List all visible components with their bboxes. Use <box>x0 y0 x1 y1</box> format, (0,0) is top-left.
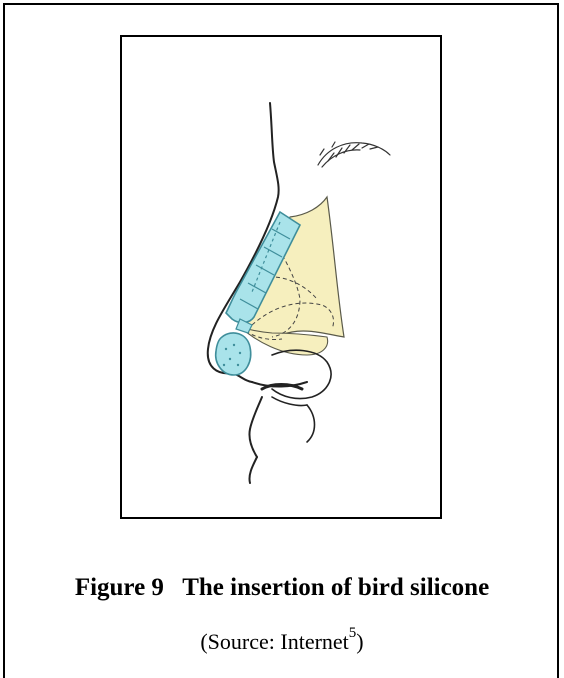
implant-tip <box>216 333 251 375</box>
eyebrow-sketch <box>318 142 390 167</box>
figure-source: (Source: Internet5) <box>0 625 564 655</box>
nose-implant-illustration <box>122 37 440 517</box>
figure-image-frame <box>120 35 442 519</box>
source-prefix: (Source: Internet <box>200 629 348 654</box>
figure-caption: Figure 9 The insertion of bird silicone <box>0 574 564 602</box>
source-suffix: ) <box>356 629 363 654</box>
nostril-ala <box>262 350 331 442</box>
